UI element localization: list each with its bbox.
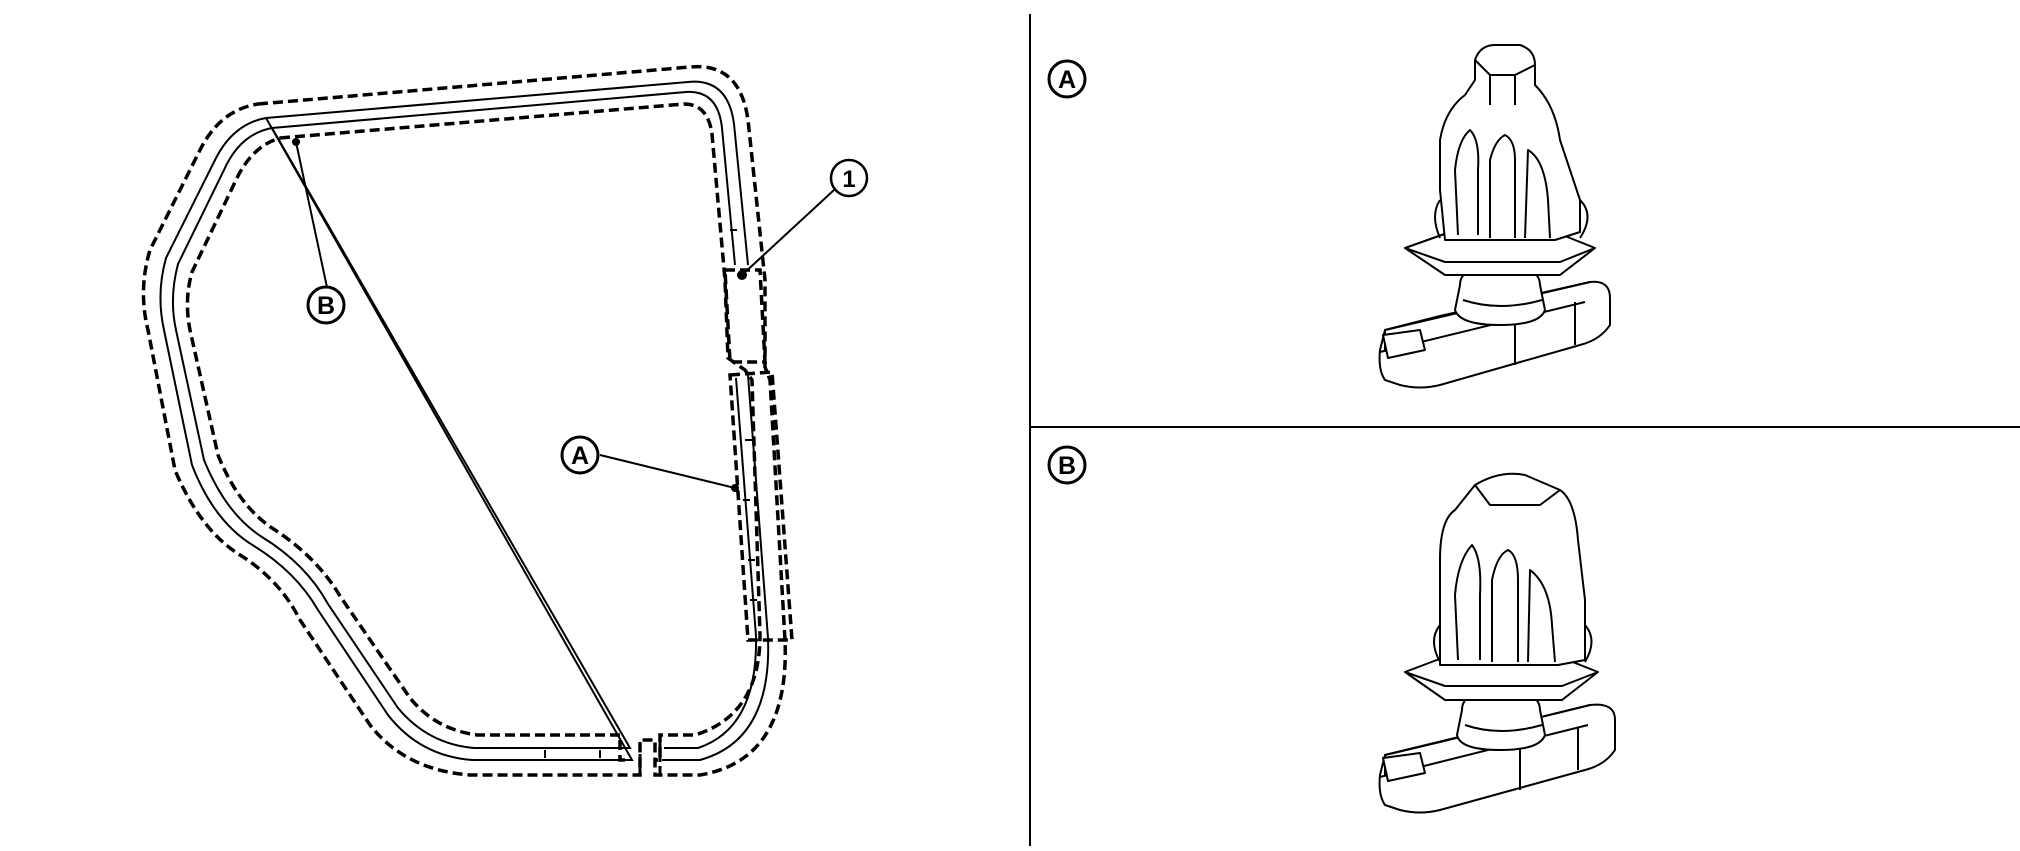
callout-1-text: 1 [842, 166, 855, 193]
weatherstrip-inner-dashed [185, 102, 762, 762]
callout-A-left: A [560, 435, 600, 475]
upper-segment-box [723, 268, 767, 364]
callout-A-left-text: A [571, 442, 589, 470]
clip-ticks [544, 229, 757, 758]
weatherstrip-outline [141, 64, 794, 777]
leader-B [295, 141, 329, 293]
clip-B-drawing [1378, 472, 1616, 814]
callout-B-left: B [306, 285, 346, 325]
callout-B-left-text: B [317, 292, 335, 320]
panel-B-label: B [1047, 445, 1087, 485]
clip-A-drawing [1378, 44, 1611, 389]
leader-A [599, 454, 736, 489]
weatherstrip-solid-inner [171, 90, 758, 749]
panel-A-label-text: A [1058, 66, 1076, 94]
weatherstrip-solid-outer [159, 80, 770, 761]
leader-1 [741, 177, 848, 276]
callout-leaders-left [292, 138, 848, 492]
panel-B-label-text: B [1058, 452, 1076, 480]
panel-A-label: A [1047, 59, 1087, 99]
callout-1: 1 [829, 158, 869, 198]
lower-segment-box [728, 370, 794, 642]
